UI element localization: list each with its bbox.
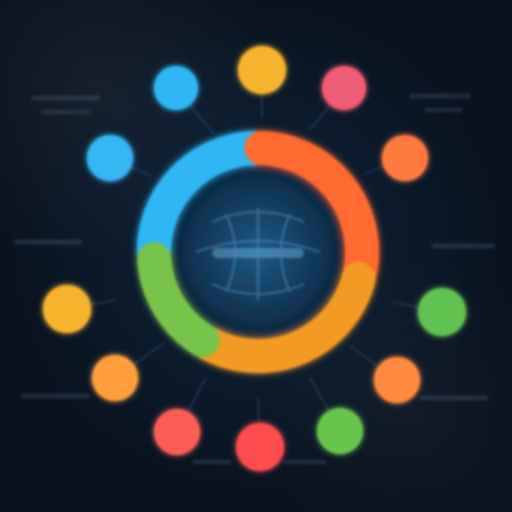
center-grid-line <box>211 283 305 295</box>
node-bottom-right-green <box>317 408 363 454</box>
node-top-right-pink <box>322 66 366 110</box>
outer-nodes <box>43 46 466 471</box>
ring-segment-orange-red <box>244 131 379 288</box>
node-lower-right-orange <box>374 357 420 403</box>
center-glow <box>154 148 362 356</box>
node-left-yellow <box>43 285 91 333</box>
node-upper-right-orange <box>382 135 428 181</box>
node-lower-left-orange <box>92 355 138 401</box>
node-top-yellow <box>238 46 286 94</box>
center-graphic <box>195 208 321 300</box>
node-bottom-red <box>236 423 284 471</box>
background-texture-lines <box>13 93 495 464</box>
node-right-green <box>418 288 466 336</box>
node-upper-left-blue <box>87 135 133 181</box>
center-ring <box>137 131 379 373</box>
ring-segment-blue <box>137 131 272 269</box>
center-label-bar <box>212 248 304 258</box>
ring-segment-orange <box>192 261 376 373</box>
center-grid-line <box>225 213 236 293</box>
center-grid-line <box>195 240 321 253</box>
center-grid-line <box>211 211 305 223</box>
ring-segment-green <box>137 242 220 358</box>
node-bottom-left-red <box>154 409 200 455</box>
center-grid-line <box>280 213 291 293</box>
node-top-left-blue <box>154 66 198 110</box>
